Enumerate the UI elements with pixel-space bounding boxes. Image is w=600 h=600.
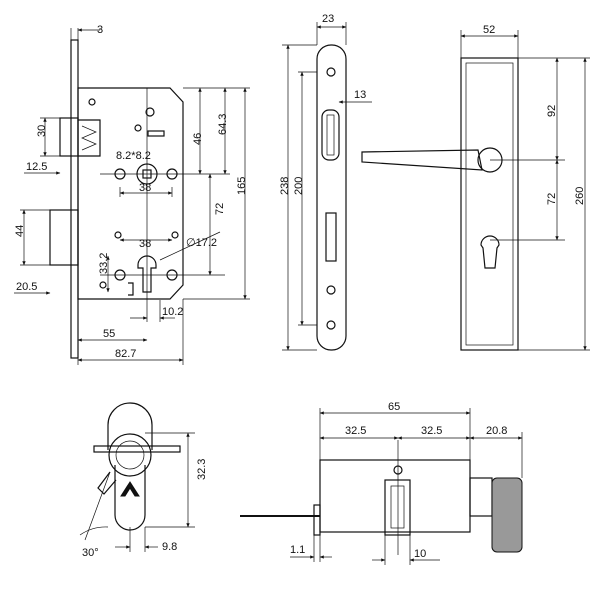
latch-opening (321, 109, 340, 161)
dim-cyl-cam-width: 10 (414, 548, 426, 560)
dim-cylinder-diameter: ∅17.2 (186, 237, 217, 249)
mortise-lock-view: 3 30 12.5 44 20.5 8.2*8.2 38 38 ∅17.2 33… (14, 24, 250, 365)
dim-cyl-knob: 20.8 (486, 425, 507, 437)
dim-deadbolt-height: 44 (14, 225, 26, 237)
latch-spring-icon (81, 125, 97, 151)
top-screw-icon (145, 107, 155, 117)
dim-cylinder-hole-spacing: 38 (139, 238, 151, 250)
dim-faceplate-latch: 13 (354, 89, 366, 101)
keyhole-icon (480, 235, 500, 269)
dim-cylinder-offset: 10.2 (162, 306, 183, 318)
handle-plate-view: 52 92 72 260 (361, 24, 590, 351)
dim-faceplate-width: 23 (322, 13, 334, 25)
cylinder-side-knob (491, 477, 523, 553)
cylinder-key-tip (313, 504, 321, 536)
dim-deadbolt-offset: 20.5 (16, 281, 37, 293)
faceplate-screw-mid (326, 285, 336, 295)
faceplate-outline (316, 44, 347, 351)
dim-cyl-right-half: 32.5 (421, 425, 442, 437)
dim-plate-width: 52 (483, 24, 495, 36)
cylinder-plug (108, 433, 152, 477)
dim-top-to-spindle: 64.3 (217, 114, 229, 135)
dim-cyl-front-offset: 9.8 (162, 541, 177, 553)
dim-cyl-total-length: 65 (388, 401, 400, 413)
small-screw-icon (134, 124, 142, 132)
dim-cyl-cam-offset: 1.1 (290, 544, 305, 556)
lock-faceplate (70, 39, 79, 359)
dim-latch-offset: 12.5 (26, 161, 47, 173)
dim-center-distance: 72 (214, 203, 226, 215)
cylinder-side-view: 65 32.5 32.5 20.8 1.1 10 (240, 401, 523, 565)
screw-lower-left (99, 281, 107, 289)
handle-plate-outline (460, 57, 519, 351)
dim-cyl-left-half: 32.5 (345, 425, 366, 437)
cylinder-front-view: 32.3 9.8 30° (79, 402, 208, 559)
cylinder-side-body (319, 459, 471, 533)
screw-under-38 (114, 231, 122, 239)
cylinder-side-cam-inner (390, 485, 405, 529)
corner-screw-icon (88, 98, 96, 106)
cylinder-body (114, 465, 146, 531)
screw-small-right (171, 231, 179, 239)
dim-body-depth: 82.7 (115, 348, 136, 360)
dim-spindle-square: 8.2*8.2 (116, 150, 151, 162)
dim-faceplate-thickness: 3 (97, 24, 103, 36)
handle-lever (361, 149, 483, 171)
deadbolt-opening (325, 212, 337, 262)
dim-cam-angle: 30° (82, 547, 99, 559)
cam-hook (128, 282, 134, 296)
dim-latch-height: 30 (36, 125, 48, 137)
cylinder-plug-inner (115, 440, 145, 470)
dim-faceplate-inner: 200 (293, 177, 305, 195)
deadbolt (49, 209, 79, 266)
latch-bolt (59, 117, 79, 157)
faceplate-screw-bottom (326, 320, 336, 330)
dim-cyl-front-height: 32.3 (196, 459, 208, 480)
brand-logo-icon (120, 481, 140, 497)
follower-slot (147, 130, 165, 137)
handle-plate-inner (465, 62, 514, 346)
cylinder-side-neck (469, 477, 493, 517)
dim-body-height: 165 (236, 177, 248, 195)
faceplate-view: 23 13 238 200 (279, 13, 372, 351)
dim-plate-length: 260 (574, 187, 586, 205)
dim-cylinder-height: 33.2 (98, 253, 110, 274)
latch-inner (326, 114, 335, 156)
dim-backset: 55 (103, 328, 115, 340)
cylinder-flange (93, 445, 181, 453)
dim-spindle-spacing: 38 (139, 182, 151, 194)
faceplate-screw-top (326, 67, 336, 77)
dim-plate-handle-keyhole: 72 (546, 193, 558, 205)
cylinder-side-cam (384, 479, 411, 536)
dim-plate-top-handle: 92 (546, 105, 558, 117)
cylinder-cam (97, 471, 117, 495)
cylinder-thumbturn (107, 402, 153, 450)
latch-mechanism (78, 119, 101, 157)
dim-spindle-from-top: 46 (192, 133, 204, 145)
dim-faceplate-length: 238 (279, 177, 291, 195)
